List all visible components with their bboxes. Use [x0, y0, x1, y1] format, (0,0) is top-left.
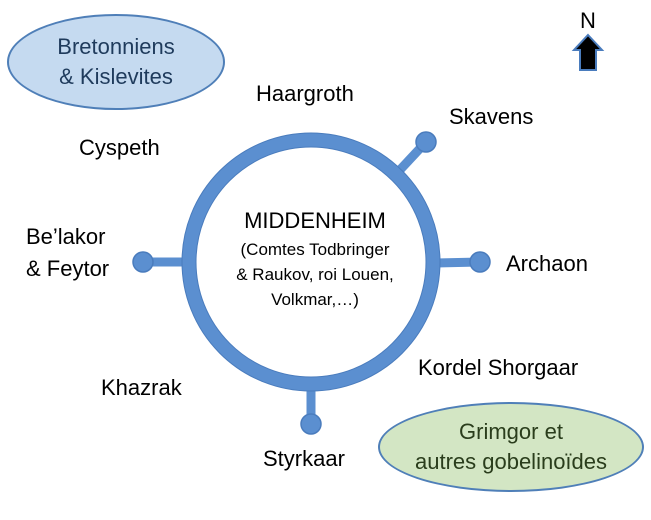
- bretonniens-kislevites-ellipse: Bretonniens & Kislevites: [7, 14, 225, 110]
- label-haargroth: Haargroth: [256, 81, 354, 106]
- middenheim-title: MIDDENHEIM: [244, 208, 386, 233]
- middenheim-sub-line3: Volkmar,…): [271, 289, 359, 309]
- north-label: N: [580, 8, 596, 33]
- middenheim-ring: [182, 133, 440, 391]
- label-styrkaar: Styrkaar: [263, 446, 345, 471]
- north-arrow-icon: [571, 33, 605, 71]
- ellipse-nw-line2: & Kislevites: [59, 64, 173, 89]
- label-belakor-line1: Be’lakor: [26, 224, 106, 249]
- middenheim-ring-outer-edge: [181, 132, 441, 392]
- middenheim-ring-inner-edge: [195, 146, 427, 378]
- ellipse-se-line1: Grimgor et: [459, 419, 563, 445]
- label-khazrak: Khazrak: [101, 375, 182, 400]
- ellipse-nw-line1: Bretonniens: [57, 34, 175, 60]
- label-skavens: Skavens: [449, 104, 534, 129]
- middenheim-sub-line2: & Raukov, roi Louen,: [236, 265, 394, 285]
- label-cyspeth: Cyspeth: [79, 135, 160, 160]
- middenheim-center: MIDDENHEIM (Comtes Todbringer & Raukov, …: [200, 208, 430, 312]
- node-skavens: [415, 131, 437, 153]
- label-archaon: Archaon: [506, 251, 588, 276]
- middenheim-sub-line1: (Comtes Todbringer: [240, 240, 390, 260]
- label-belakor-line2: & Feytor: [26, 256, 110, 281]
- node-archaon: [469, 251, 491, 273]
- ellipse-se-line2: autres gobelinoïdes: [414, 449, 608, 474]
- node-belakor: [132, 251, 154, 273]
- label-kordel-shorgaar: Kordel Shorgaar: [418, 355, 579, 380]
- grimgor-ellipse: Grimgor et autres gobelinoïdes: [378, 402, 644, 492]
- middenheim-subtitle: (Comtes Todbringer & Raukov, roi Louen, …: [200, 238, 430, 312]
- node-styrkaar: [300, 413, 322, 435]
